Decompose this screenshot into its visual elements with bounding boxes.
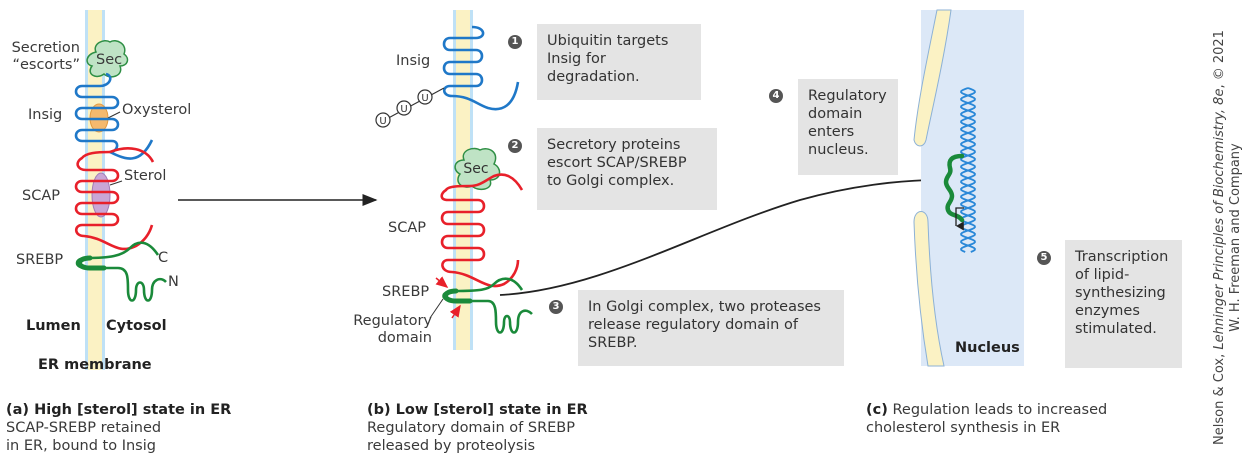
step-5-line: enzymes (1075, 303, 1140, 319)
caption-c-line1: Regulation leads to increased (892, 402, 1108, 418)
step-5-line: Transcription (1075, 249, 1169, 265)
credit-year: , © 2021 (1212, 30, 1227, 89)
step-box-4: Regulatory domain enters nucleus. (798, 79, 898, 175)
nuclear-import-arrow (499, 172, 940, 296)
dna-strand-1 (959, 87, 977, 253)
credit-book: Lehninger Principles of Biochemistry, 8e (1212, 88, 1227, 350)
label-secretion-escorts: Secretion “escorts” (2, 40, 80, 74)
label-sterol: Sterol (124, 168, 167, 184)
sterol-a (91, 172, 111, 218)
copyright-credit: Nelson & Cox, Lehninger Principles of Bi… (1212, 5, 1244, 470)
step-5-line: stimulated. (1075, 321, 1157, 337)
caption-c: (c) Regulation leads to increased choles… (866, 401, 1107, 437)
step-1-line: degradation. (547, 69, 640, 85)
label-regulatory-domain: Regulatory domain (340, 313, 432, 347)
step-badge-1: 1 (508, 35, 522, 49)
step-badge-2: 2 (508, 139, 522, 153)
caption-b-line1: Regulatory domain of SREBP (367, 420, 575, 436)
scap-protein-a (74, 150, 154, 251)
caption-b-line2: released by proteolysis (367, 438, 536, 454)
step-3-line: release regulatory domain of (588, 317, 798, 333)
caption-a: (a) High [sterol] state in ER SCAP-SREBP… (6, 401, 231, 455)
step-5-line: synthesizing (1075, 285, 1166, 301)
insig-protein-b (442, 25, 520, 111)
label-regulatory-line2: domain (377, 330, 432, 346)
srebp-protein-a (75, 241, 167, 302)
ubiquitin-label: U (421, 93, 428, 104)
step-box-5: Transcription of lipid- synthesizing enz… (1065, 240, 1182, 368)
ubiquitin-label: U (400, 104, 407, 115)
label-srebp-a: SREBP (16, 252, 64, 268)
label-lumen: Lumen (26, 318, 81, 334)
label-insig-a: Insig (28, 107, 63, 123)
caption-a-line2: in ER, bound to Insig (6, 438, 156, 454)
label-nucleus: Nucleus (955, 340, 1020, 356)
caption-c-line2: cholesterol synthesis in ER (866, 420, 1061, 436)
sec-escort-a (86, 40, 129, 78)
step-1-line: Insig for (547, 51, 606, 67)
regulatory-domain-bound (943, 153, 965, 223)
step-5-line: of lipid- (1075, 267, 1130, 283)
step-4-line: domain (808, 106, 863, 122)
sec-label-b: Sec (463, 161, 488, 177)
credit-publisher: W. H. Freeman and Company (1228, 143, 1243, 332)
label-er-membrane: ER membrane (38, 357, 152, 373)
step-badge-4: 4 (769, 89, 783, 103)
label-scap-a: SCAP (22, 188, 60, 204)
ubiquitin-label: U (379, 116, 386, 127)
ubiquitin-chain: U U U (375, 87, 445, 128)
nuclear-envelope-lower (913, 211, 945, 367)
caption-a-head: (a) High [sterol] state in ER (6, 402, 232, 418)
caption-b-head: (b) Low [sterol] state in ER (367, 402, 588, 418)
step-2-line: to Golgi complex. (547, 173, 675, 189)
label-cytosol: Cytosol (106, 318, 167, 334)
transcription-start-arrow (955, 207, 964, 231)
caption-a-line1: SCAP-SREBP retained (6, 420, 162, 436)
step-1-line: Ubiquitin targets (547, 33, 669, 49)
label-srebp-b: SREBP (382, 284, 430, 300)
step-badge-5: 5 (1037, 251, 1051, 265)
step-box-3: In Golgi complex, two proteases release … (578, 290, 844, 366)
label-insig-b: Insig (396, 53, 431, 69)
step-3-line: In Golgi complex, two proteases (588, 299, 821, 315)
step-2-line: escort SCAP/SREBP (547, 155, 687, 171)
insig-protein-a (74, 72, 154, 160)
label-scap-b: SCAP (388, 220, 426, 236)
step-badge-3: 3 (549, 300, 563, 314)
label-sec-a: Sec (96, 52, 123, 68)
caption-b: (b) Low [sterol] state in ER Regulatory … (367, 401, 588, 455)
credit-authors: Nelson & Cox, (1212, 349, 1227, 445)
step-4-line: Regulatory (808, 88, 887, 104)
step-4-line: enters (808, 124, 855, 140)
srebp-protein-b (442, 277, 533, 334)
label-oxysterol: Oxysterol (122, 102, 192, 118)
step-4-line: nucleus. (808, 142, 869, 158)
step-box-1: Ubiquitin targets Insig for degradation. (537, 24, 701, 100)
caption-c-head: (c) (866, 402, 888, 418)
step-2-line: Secretory proteins (547, 137, 681, 153)
label-c-terminus: C (158, 250, 169, 266)
step-box-2: Secretory proteins escort SCAP/SREBP to … (537, 128, 717, 210)
label-secretion-line1: Secretion (11, 40, 80, 56)
label-regulatory-line1: Regulatory (353, 313, 432, 329)
step-3-line: SREBP. (588, 335, 638, 351)
label-n-terminus: N (168, 274, 179, 290)
nuclear-envelope-upper (913, 9, 952, 147)
scap-protein-b (440, 173, 524, 288)
label-secretion-line2: “escorts” (12, 57, 80, 73)
